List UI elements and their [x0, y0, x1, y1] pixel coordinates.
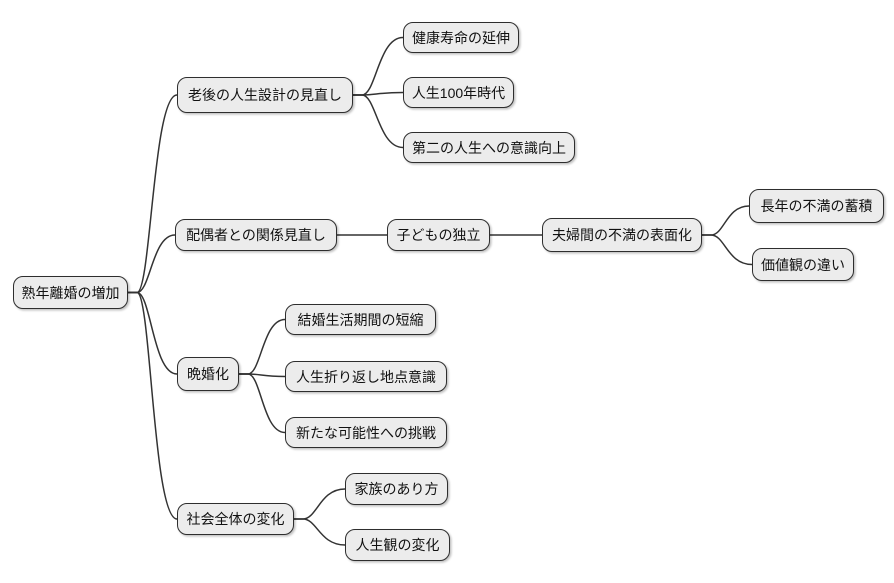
mindmap-node-b2e2: 価値観の違い — [752, 248, 854, 281]
edge-root-b3 — [128, 291, 178, 375]
mindmap-node-b1c3: 第二の人生への意識向上 — [403, 132, 575, 163]
mindmap-node-b3c1: 結婚生活期間の短縮 — [285, 304, 436, 335]
mindmap-node-b1c2: 人生100年時代 — [403, 77, 514, 108]
mindmap-node-b2d1: 夫婦間の不満の表面化 — [542, 218, 702, 252]
mindmap-node-b4c2: 人生観の変化 — [345, 529, 450, 561]
edge-b3-b3c1 — [239, 318, 286, 375]
edge-b1-b1c1 — [353, 36, 404, 96]
mindmap-node-b4: 社会全体の変化 — [177, 503, 294, 535]
mindmap-node-b2e1: 長年の不満の蓄積 — [749, 189, 884, 223]
edge-root-b1 — [128, 94, 178, 294]
edge-b4-b4c1 — [294, 488, 346, 520]
edge-b2d1-b2e2 — [702, 234, 753, 266]
mindmap-node-b3c2: 人生折り返し地点意識 — [285, 361, 447, 392]
mindmap-node-b2: 配偶者との関係見直し — [175, 219, 337, 251]
edge-b4-b4c2 — [294, 518, 346, 546]
edge-root-b2 — [128, 234, 176, 294]
mindmap-node-b3: 晩婚化 — [177, 357, 239, 391]
mindmap-node-b3c3: 新たな可能性への挑戦 — [285, 417, 447, 448]
mindmap-node-root: 熟年離婚の増加 — [13, 276, 128, 309]
edge-b2d1-b2e1 — [702, 205, 750, 236]
mindmap-node-b1: 老後の人生設計の見直し — [177, 77, 353, 113]
mindmap-node-b2c1: 子どもの独立 — [387, 219, 490, 251]
edge-b3-b3c3 — [239, 373, 286, 434]
edge-root-b4 — [128, 291, 178, 520]
mindmap-node-b1c1: 健康寿命の延伸 — [403, 22, 519, 53]
edge-b1-b1c3 — [353, 94, 404, 149]
mindmap-node-b4c1: 家族のあり方 — [345, 473, 448, 505]
